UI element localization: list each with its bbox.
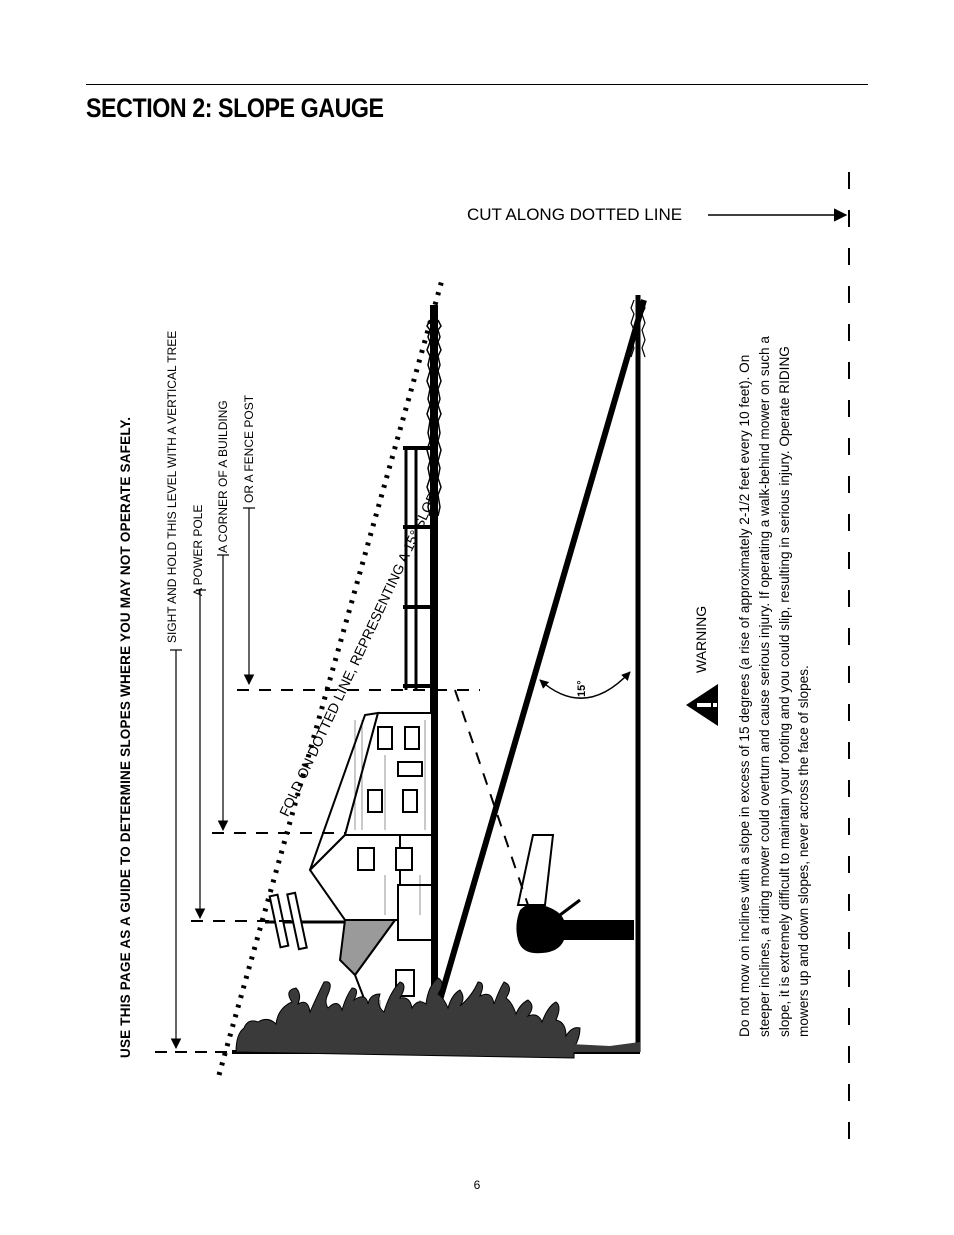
sight-level-dashes [191, 689, 529, 922]
slope-line [437, 299, 647, 1001]
header-rule [86, 84, 868, 85]
label-fence-post: OR A FENCE POST [242, 394, 256, 503]
page-number: 6 [473, 1178, 481, 1192]
cut-instruction: CUT ALONG DOTTED LINE [467, 205, 683, 224]
fence [403, 446, 438, 690]
label-power-pole: A POWER POLE [191, 504, 205, 596]
warning-body: Do not mow on inclines with a slope in e… [737, 336, 812, 1037]
warning-heading: WARNING [693, 605, 709, 673]
label-vertical-tree: SIGHT AND HOLD THIS LEVEL WITH A VERTICA… [165, 330, 179, 643]
bushes [235, 977, 581, 1059]
page-title: SECTION 2: SLOPE GAUGE [86, 93, 384, 123]
ground-grass-right [520, 1040, 640, 1052]
angle-label: 15° [576, 680, 588, 697]
sight-lines [170, 507, 255, 1050]
angle-arc [539, 671, 631, 699]
label-building-corner: A CORNER OF A BUILDING [216, 400, 230, 553]
gauge-instruction: USE THIS PAGE AS A GUIDE TO DETERMINE SL… [118, 416, 133, 1058]
mower-handle-board [516, 834, 555, 906]
person-silhouette [516, 898, 634, 954]
warning-triangle-icon [686, 684, 718, 726]
fold-dotted-line[interactable] [216, 279, 445, 1076]
